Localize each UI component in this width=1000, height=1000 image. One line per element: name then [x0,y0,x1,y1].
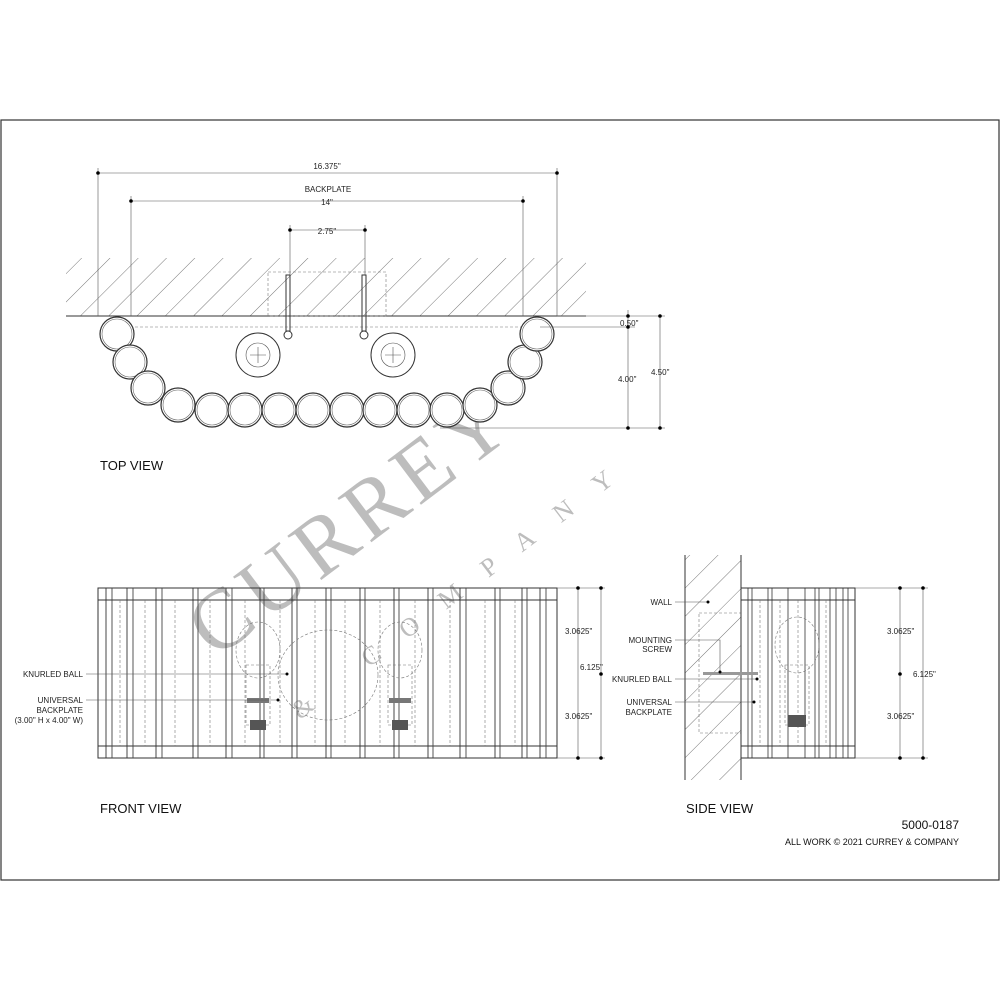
bead [490,370,526,406]
front-view: KNURLED BALL UNIVERSAL BACKPLATE (3.00" … [15,587,605,816]
bead [396,392,432,428]
dimension-lines-front [557,587,605,759]
bead-chain [99,316,555,428]
top-view: 16.375" BACKPLATE 14" 2.75" 0.50" 4.00" … [66,162,670,473]
dimension-tick [658,314,662,318]
bead [362,392,398,428]
copyright: ALL WORK © 2021 CURREY & COMPANY [785,837,959,847]
dimension-tick [626,314,630,318]
wall-section-side [685,555,741,780]
dimension-tick [576,756,580,760]
backplate-label-2: BACKPLATE [36,706,83,715]
dim-spacing: 2.75" [318,227,337,236]
dimension-tick [96,171,100,175]
wall-section [66,258,586,316]
dimension-tick [898,756,902,760]
side-view-title: SIDE VIEW [686,801,754,816]
dimension-tick [599,672,603,676]
dimension-tick [555,171,559,175]
dim-overall-width: 16.375" [313,162,340,171]
backplate-round-left [235,332,281,378]
dim-total: 6.125" [580,663,603,672]
dimension-tick [898,672,902,676]
bead [194,392,230,428]
part-number: 5000-0187 [902,818,960,832]
dimension-tick [898,586,902,590]
bead [160,387,196,423]
dimension-tick [288,228,292,232]
dimension-tick [576,586,580,590]
backplate-label-1: UNIVERSAL [38,696,84,705]
wall-label: WALL [651,598,673,607]
mounting-screw-label-1: MOUNTING [628,636,672,645]
knurled-ball-label: KNURLED BALL [23,670,84,679]
dim-upper-side: 3.0625" [887,627,914,636]
dim-total-depth: 4.50" [651,368,670,377]
socket-left [235,621,281,730]
dimension-tick [363,228,367,232]
bead [329,392,365,428]
bead [462,387,498,423]
dim-backplate-width: 14" [321,198,333,207]
dimension-tick [521,199,525,203]
dim-offset: 0.50" [620,319,639,328]
front-bars [105,588,547,758]
knurled-ball-label-side: KNURLED BALL [612,675,673,684]
dimension-tick [921,756,925,760]
dimension-tick [626,426,630,430]
sheet-border [0,119,1000,881]
backplate-round-right [370,332,416,378]
side-bars [747,588,849,758]
bead [519,316,555,352]
bead [295,392,331,428]
dim-upper: 3.0625" [565,627,592,636]
bead [429,392,465,428]
backplate-label-side-1: UNIVERSAL [627,698,673,707]
dim-total-side: 6.125" [913,670,936,679]
bead [261,392,297,428]
mounting-screw-label-2: SCREW [642,645,672,654]
bead [112,344,148,380]
dimension-tick [599,586,603,590]
dimension-tick [129,199,133,203]
front-view-title: FRONT VIEW [100,801,182,816]
backplate-label: BACKPLATE [305,185,352,194]
dimension-tick [921,586,925,590]
backplate-label-side-2: BACKPLATE [625,708,672,717]
dimension-tick [599,756,603,760]
dimension-tick [658,426,662,430]
dim-lower-side: 3.0625" [887,712,914,721]
side-view: WALL MOUNTING SCREW KNURLED BALL UNIVERS… [612,555,936,816]
dimension-tick [626,325,630,329]
socket-right [377,621,423,730]
bead [130,370,166,406]
dim-lower: 3.0625" [565,712,592,721]
top-view-title: TOP VIEW [100,458,164,473]
dim-depth: 4.00" [618,375,637,384]
backplate-label-3: (3.00" H x 4.00" W) [15,716,84,725]
bead [227,392,263,428]
